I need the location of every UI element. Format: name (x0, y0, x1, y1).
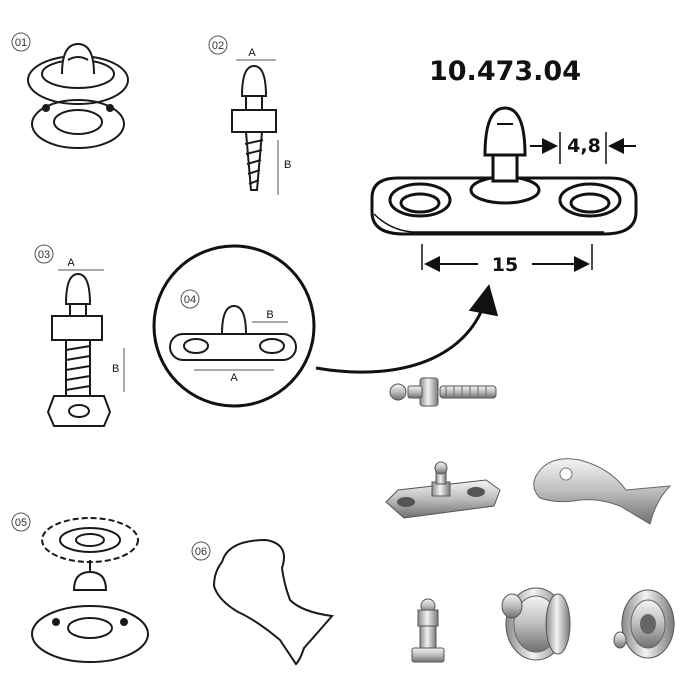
dimension-length: 15 (421, 244, 593, 276)
dimension-label-a: A (248, 47, 256, 59)
dimension-label-b: B (266, 309, 273, 321)
part-01: 01 (11, 32, 129, 149)
photo-bolt-with-nut (411, 598, 445, 663)
photo-base-plate (385, 461, 501, 519)
snap-fastener-illustration (27, 42, 129, 149)
dimension-width: 4,8 (530, 132, 636, 164)
part-04: 04 B A (152, 244, 316, 408)
part-number-badge (180, 289, 200, 309)
detail-view: 10.473.04 4,8 15 (370, 56, 638, 276)
key-tool-illustration (212, 538, 334, 666)
part-06: 06 (191, 538, 334, 666)
photo-screw-stud (389, 377, 497, 407)
photo-key-tool (533, 458, 672, 525)
screw-stud-illustration (231, 64, 277, 191)
photo-snap-fastener (501, 587, 571, 661)
part-number-badge (191, 541, 211, 561)
part-number: 02 (212, 40, 224, 52)
part-05: 05 (11, 512, 149, 663)
dimension-label-a: A (67, 257, 75, 269)
dimension-label-a: A (230, 372, 238, 384)
photo-socket-fastener (613, 589, 675, 659)
base-plate-illustration (169, 304, 297, 361)
part-number: 03 (38, 249, 50, 261)
dimension-label-b: B (284, 159, 291, 171)
product-code: 10.473.04 (429, 56, 581, 87)
part-number: 01 (15, 37, 27, 49)
part-03: 03 A B (34, 244, 125, 427)
callout-arrow (315, 284, 499, 374)
part-number-badge (34, 244, 54, 264)
part-number: 05 (15, 517, 27, 529)
part-number-badge (11, 32, 31, 52)
dimension-label-width: 4,8 (567, 135, 601, 157)
dimension-label-length: 15 (492, 254, 518, 276)
part-number-badge (11, 512, 31, 532)
bolt-stud-illustration (46, 272, 112, 427)
part-number: 04 (184, 294, 196, 306)
base-plate-detail-illustration (370, 106, 638, 236)
dimension-label-b: B (112, 363, 119, 375)
detail-callout-circle (152, 244, 316, 408)
part-02: 02 A B (208, 35, 291, 195)
part-number: 06 (195, 546, 207, 558)
socket-illustration (31, 517, 149, 663)
part-number-badge (208, 35, 228, 55)
